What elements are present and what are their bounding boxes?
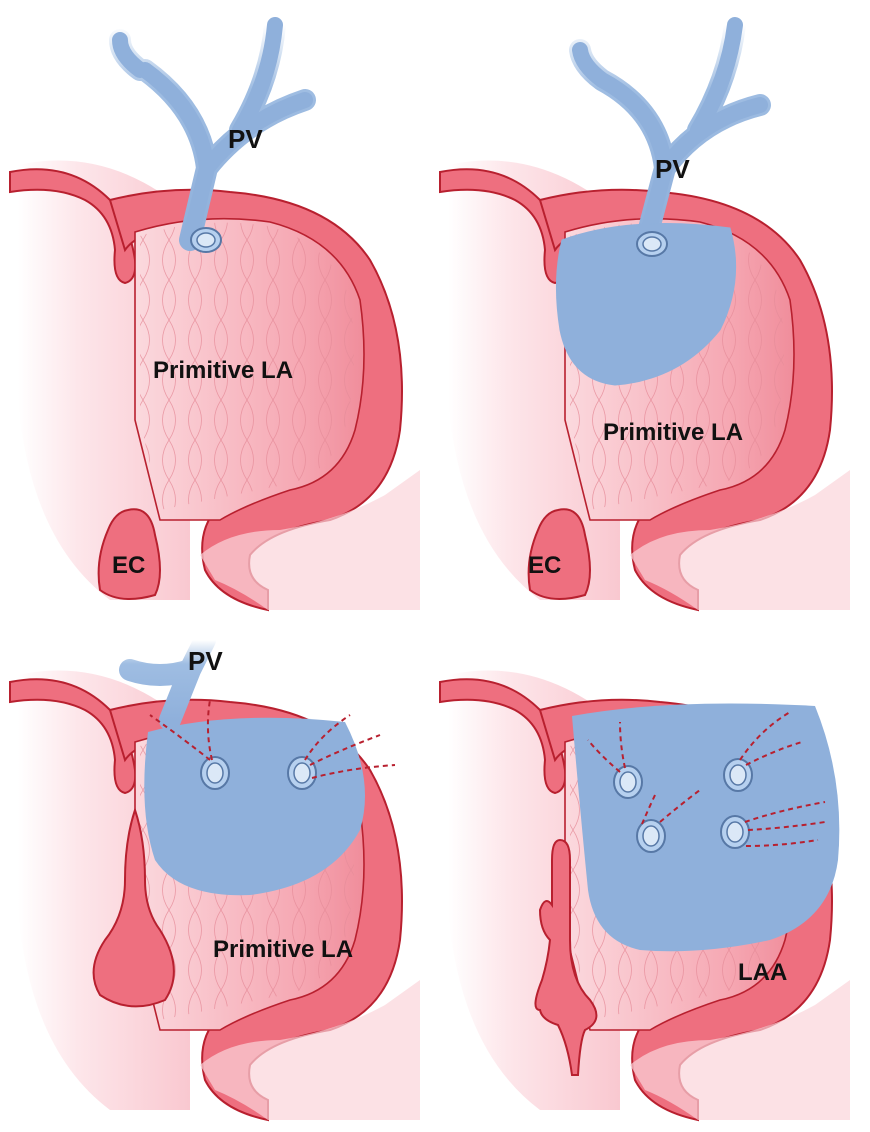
pv-label: PV [655, 154, 690, 184]
pv-label: PV [188, 646, 223, 676]
primitive-la-label: Primitive LA [153, 357, 293, 384]
panel-3: PV Primitive LA [10, 640, 420, 1120]
primitive-la-label: Primitive LA [603, 419, 743, 446]
vein-ostium-inner [643, 237, 661, 251]
laa-label: LAA [738, 959, 787, 986]
panel-4: LAA [440, 671, 850, 1120]
ec-label: EC [112, 552, 145, 579]
panel-2: PV Primitive LA EC [440, 25, 850, 610]
left-atrium-venous-part [572, 704, 839, 952]
ec-label: EC [528, 552, 561, 579]
panel-1: PV Primitive LA EC [10, 25, 420, 610]
pv-label: PV [228, 124, 263, 154]
primitive-la-label: Primitive LA [213, 936, 353, 963]
